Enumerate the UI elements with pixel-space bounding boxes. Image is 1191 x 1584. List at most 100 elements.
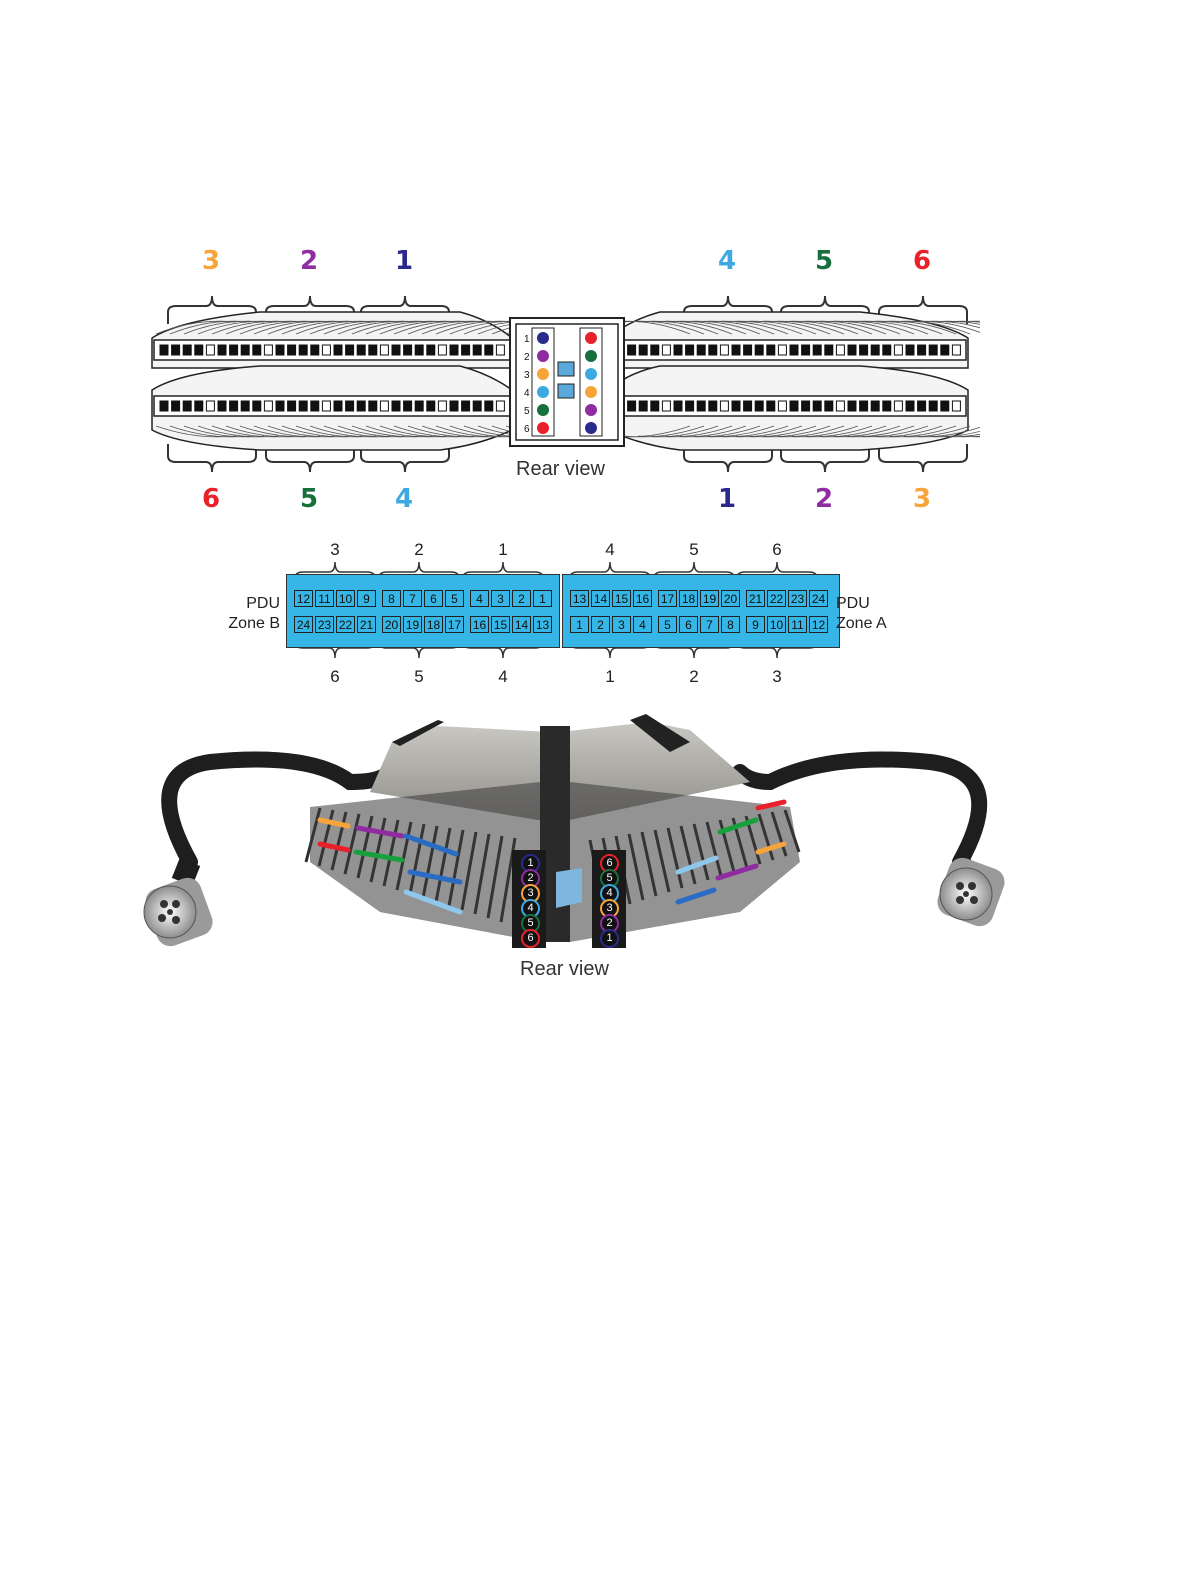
center-left-dot	[537, 350, 549, 362]
zone-b-socket-22: 22	[336, 616, 355, 633]
schematic-top-group-6: 6	[762, 540, 792, 560]
zone-b-socket-14: 14	[512, 616, 531, 633]
photo-right-outlet-number: 1	[600, 929, 619, 948]
zone-b-label-line2: Zone B	[226, 614, 280, 634]
pdu-zone-schematic: 1211109876543212423222120191817161514131…	[220, 538, 900, 688]
center-number: 3	[524, 370, 530, 381]
zone-a-socket-2: 2	[591, 616, 610, 633]
zone-b-panel	[286, 574, 560, 648]
top-line-diagram: 1 2 3 4 5 6 3 2 1 4 5 6 6 5 4 1 2 3 Rear view	[140, 240, 980, 530]
pdu-line-drawing: 1 2 3 4 5 6	[140, 240, 980, 530]
top-group-label-1: 1	[395, 246, 413, 276]
photo-rear-view-caption: Rear view	[520, 958, 609, 981]
bottom-group-label-1: 1	[718, 484, 736, 514]
schematic-bottom-group-6: 6	[320, 667, 350, 687]
bottom-group-label-4: 4	[395, 484, 413, 514]
bottom-group-label-3: 3	[913, 484, 931, 514]
zone-b-socket-4: 4	[470, 590, 489, 607]
zone-b-socket-24: 24	[294, 616, 313, 633]
zone-b-socket-15: 15	[491, 616, 510, 633]
center-number: 2	[524, 352, 530, 363]
zone-a-socket-23: 23	[788, 590, 807, 607]
zone-b-socket-12: 12	[294, 590, 313, 607]
zone-b-socket-16: 16	[470, 616, 489, 633]
zone-b-socket-18: 18	[424, 616, 443, 633]
zone-a-socket-16: 16	[633, 590, 652, 607]
zone-a-socket-14: 14	[591, 590, 610, 607]
top-group-label-2: 2	[300, 246, 318, 276]
zone-a-socket-21: 21	[746, 590, 765, 607]
zone-a-socket-17: 17	[658, 590, 677, 607]
bottom-group-label-2: 2	[815, 484, 833, 514]
zone-b-socket-10: 10	[336, 590, 355, 607]
zone-a-label: PDU Zone A	[836, 594, 887, 634]
zone-b-socket-20: 20	[382, 616, 401, 633]
zone-a-socket-24: 24	[809, 590, 828, 607]
zone-b-socket-1: 1	[533, 590, 552, 607]
zone-a-socket-20: 20	[721, 590, 740, 607]
center-left-dot	[537, 404, 549, 416]
bottom-group-label-5: 5	[300, 484, 318, 514]
top-rear-view-caption: Rear view	[516, 458, 605, 481]
zone-b-socket-2: 2	[512, 590, 531, 607]
zone-a-socket-22: 22	[767, 590, 786, 607]
schematic-top-group-2: 2	[404, 540, 434, 560]
zone-a-socket-13: 13	[570, 590, 589, 607]
zone-a-socket-8: 8	[721, 616, 740, 633]
zone-b-socket-3: 3	[491, 590, 510, 607]
schematic-bottom-group-3: 3	[762, 667, 792, 687]
top-group-label-6: 6	[913, 246, 931, 276]
zone-a-socket-3: 3	[612, 616, 631, 633]
center-left-dot	[537, 332, 549, 344]
center-right-dot	[585, 386, 597, 398]
zone-b-socket-21: 21	[357, 616, 376, 633]
zone-a-socket-1: 1	[570, 616, 589, 633]
zone-b-socket-6: 6	[424, 590, 443, 607]
center-left-dot	[537, 422, 549, 434]
center-number: 6	[524, 424, 530, 435]
center-number: 5	[524, 406, 530, 417]
group-brace	[879, 444, 967, 472]
schematic-bottom-group-4: 4	[488, 667, 518, 687]
zone-b-socket-19: 19	[403, 616, 422, 633]
zone-b-socket-5: 5	[445, 590, 464, 607]
right-plug	[933, 854, 1008, 930]
zone-b-socket-9: 9	[357, 590, 376, 607]
zone-a-socket-12: 12	[809, 616, 828, 633]
zone-b-socket-17: 17	[445, 616, 464, 633]
zone-b-socket-13: 13	[533, 616, 552, 633]
center-right-dot	[585, 404, 597, 416]
top-group-label-3: 3	[202, 246, 220, 276]
zone-b-socket-7: 7	[403, 590, 422, 607]
zone-a-socket-6: 6	[679, 616, 698, 633]
center-right-dot	[585, 332, 597, 344]
center-number: 4	[524, 388, 530, 399]
schematic-top-group-4: 4	[595, 540, 625, 560]
zone-a-socket-18: 18	[679, 590, 698, 607]
zone-a-socket-10: 10	[767, 616, 786, 633]
top-group-label-4: 4	[718, 246, 736, 276]
zone-a-socket-7: 7	[700, 616, 719, 633]
zone-a-socket-5: 5	[658, 616, 677, 633]
schematic-top-group-1: 1	[488, 540, 518, 560]
left-plug	[141, 874, 216, 950]
center-right-dot	[585, 422, 597, 434]
zone-a-socket-19: 19	[700, 590, 719, 607]
photo-left-outlet-number: 6	[521, 929, 540, 948]
zone-a-label-line1: PDU	[836, 594, 887, 614]
pdu-photo-drawing	[130, 712, 1010, 992]
zone-a-socket-15: 15	[612, 590, 631, 607]
zone-a-socket-11: 11	[788, 616, 807, 633]
schematic-top-group-5: 5	[679, 540, 709, 560]
bottom-group-label-6: 6	[202, 484, 220, 514]
zone-b-label: PDU Zone B	[226, 594, 280, 634]
zone-a-socket-4: 4	[633, 616, 652, 633]
zone-b-label-line1: PDU	[226, 594, 280, 614]
schematic-bottom-group-2: 2	[679, 667, 709, 687]
schematic-bottom-group-5: 5	[404, 667, 434, 687]
schematic-bottom-group-1: 1	[595, 667, 625, 687]
center-number: 1	[524, 334, 530, 345]
center-left-dot	[537, 386, 549, 398]
center-right-dot	[585, 350, 597, 362]
